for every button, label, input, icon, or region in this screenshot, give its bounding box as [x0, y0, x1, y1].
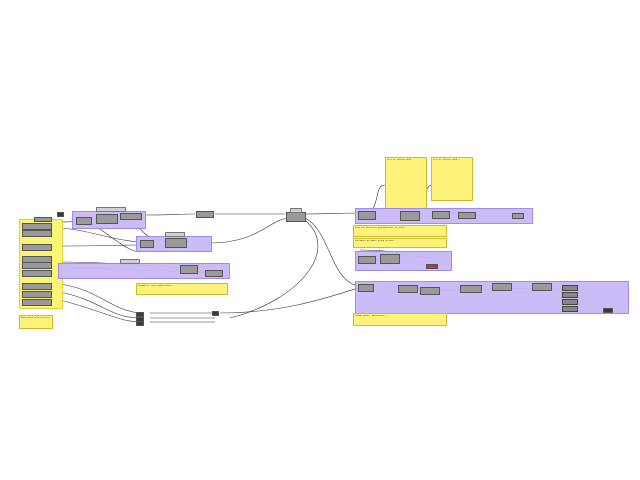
- component-f[interactable]: [180, 265, 198, 274]
- group-title-2: [165, 232, 185, 237]
- output-row[interactable]: [562, 292, 578, 298]
- component-q[interactable]: [426, 264, 438, 269]
- output-list[interactable]: [562, 285, 578, 313]
- component-b[interactable]: [96, 214, 118, 224]
- component-g[interactable]: [205, 270, 223, 277]
- toggle-node[interactable]: [57, 212, 64, 217]
- component-h[interactable]: [196, 211, 214, 218]
- component-d[interactable]: [140, 240, 154, 248]
- component-s[interactable]: [398, 285, 418, 293]
- output-row[interactable]: [562, 306, 578, 312]
- wire: [59, 244, 141, 247]
- component-j[interactable]: [358, 211, 376, 220]
- component-m[interactable]: [458, 212, 476, 219]
- group-title-4: [290, 208, 302, 213]
- component-w[interactable]: [532, 283, 552, 291]
- output-row[interactable]: [562, 299, 578, 305]
- slider-8[interactable]: [22, 291, 52, 298]
- slider-9[interactable]: [22, 299, 52, 306]
- component-t[interactable]: [420, 287, 440, 295]
- wire: [304, 212, 359, 215]
- wire: [219, 287, 359, 314]
- wire: [304, 217, 359, 287]
- group-title-3: [120, 259, 140, 264]
- wire: [209, 217, 291, 244]
- component-n[interactable]: [512, 213, 524, 219]
- note-f: List of vectors data: [385, 157, 427, 209]
- wire: [59, 291, 141, 319]
- wire: [144, 213, 196, 216]
- slider-2[interactable]: [22, 230, 52, 237]
- wire: [59, 227, 141, 243]
- group-title: [96, 207, 126, 212]
- slider-5[interactable]: [22, 262, 52, 269]
- note-b: Parameter: mesh subdivision...: [136, 283, 228, 295]
- slider-1[interactable]: [22, 223, 52, 230]
- component-p[interactable]: [380, 254, 400, 264]
- wire: [229, 219, 318, 319]
- relay-1[interactable]: [136, 312, 144, 317]
- component-i[interactable]: [286, 212, 306, 222]
- slider-6[interactable]: [22, 270, 52, 277]
- wire: [59, 283, 141, 314]
- note-d: Evaluates distance along surface...: [353, 238, 447, 248]
- wire: [59, 299, 141, 323]
- component-u[interactable]: [460, 285, 482, 293]
- slider-3[interactable]: [22, 244, 52, 251]
- component-l[interactable]: [432, 211, 450, 219]
- slider-7[interactable]: [22, 283, 52, 290]
- relay-3[interactable]: [136, 321, 144, 326]
- relay-4[interactable]: [212, 311, 219, 316]
- note-c: Find the direction perpendicular to curv…: [353, 225, 447, 237]
- component-e[interactable]: [165, 238, 187, 248]
- component-a[interactable]: [76, 217, 92, 225]
- component-c[interactable]: [120, 213, 142, 220]
- output-row[interactable]: [562, 285, 578, 291]
- note-a: Model:Mesh Grid reflects all params etc: [19, 315, 53, 329]
- component-k[interactable]: [400, 211, 420, 221]
- component-o[interactable]: [358, 256, 376, 264]
- top-panel[interactable]: [34, 217, 52, 222]
- note-g: List of vectors data 2: [431, 157, 473, 201]
- component-r[interactable]: [358, 284, 374, 292]
- component-v[interactable]: [492, 283, 512, 291]
- output-end[interactable]: [603, 308, 613, 313]
- note-e: Output points and values...: [353, 313, 447, 326]
